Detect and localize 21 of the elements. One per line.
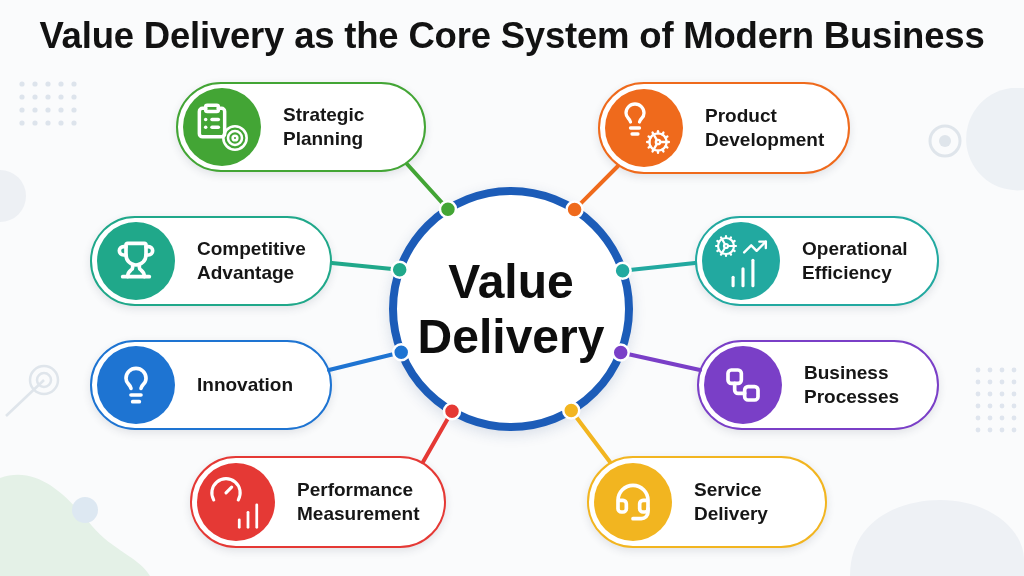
connector-line bbox=[613, 261, 697, 281]
topic-label: Strategic Planning bbox=[283, 102, 366, 151]
topic-label: Service Delivery bbox=[694, 477, 769, 526]
connector-line bbox=[562, 401, 612, 464]
topic-label: Product Development bbox=[705, 103, 826, 152]
topic-label: Competitive Advantage bbox=[197, 236, 307, 285]
connector-line bbox=[611, 343, 702, 372]
connector-line bbox=[421, 401, 462, 464]
central-title: Value Delivery bbox=[416, 253, 606, 365]
topic-label: Performance Measurement bbox=[297, 477, 421, 526]
connector-line bbox=[330, 260, 409, 280]
connector-line bbox=[405, 162, 458, 219]
diagram-title: Value Delivery as the Core System of Modern Business bbox=[39, 15, 985, 57]
topic-pill bbox=[598, 82, 850, 174]
topic-label: Operational Efficiency bbox=[802, 236, 909, 285]
topic-label: Business Processes bbox=[804, 360, 901, 409]
topic-label: Innovation bbox=[197, 372, 295, 397]
connector-line bbox=[327, 343, 411, 372]
topic-pill bbox=[190, 456, 446, 548]
topic-pill bbox=[587, 456, 827, 548]
connector-line bbox=[565, 164, 620, 219]
